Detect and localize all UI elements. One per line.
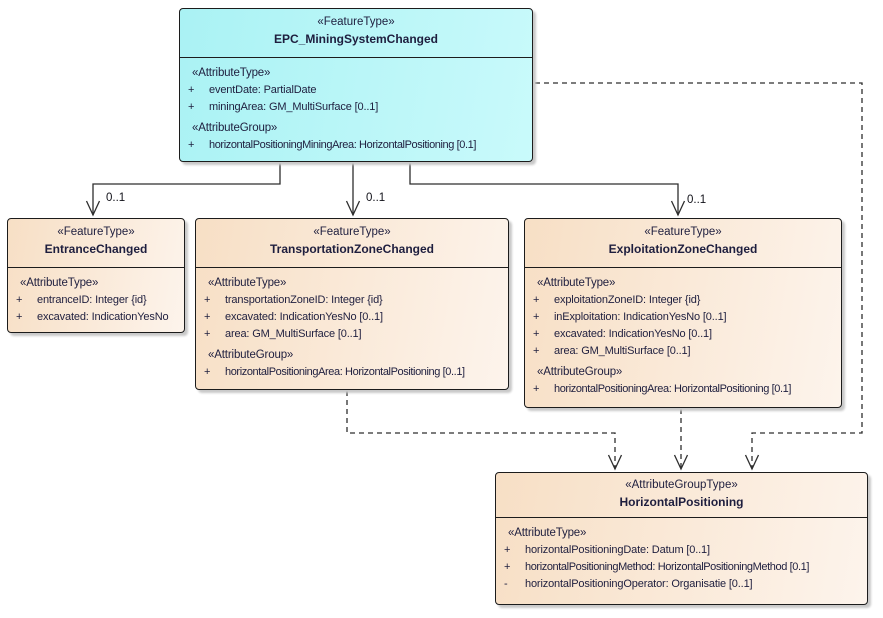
attribute-row: +area: GM_MultiSurface [0..1] — [533, 345, 691, 357]
attribute-row: +exploitationZoneID: Integer {id} — [533, 294, 701, 306]
class-header: «FeatureType» EPC_MiningSystemChanged — [180, 9, 532, 58]
class-name: EPC_MiningSystemChanged — [273, 32, 439, 46]
stereotype-label: «AttributeType» — [20, 277, 99, 289]
class-name: HorizontalPositioning — [619, 495, 744, 509]
association-epc-transportation[interactable] — [345, 162, 361, 217]
open-arrowhead-icon — [607, 454, 623, 471]
stereotype-label: «AttributeGroup» — [208, 349, 294, 361]
stereotype-label: «AttributeGroup» — [192, 122, 278, 134]
dependency-epc-horizontalpositioning[interactable] — [535, 82, 863, 471]
multiplicity-label: 0..1 — [366, 192, 386, 204]
stereotype-label: «AttributeGroup» — [537, 366, 623, 378]
association-epc-exploitation[interactable] — [409, 162, 686, 217]
class-stereotype: «FeatureType» — [644, 226, 722, 238]
stereotype-label: «AttributeType» — [508, 527, 587, 539]
attribute-row: +entranceID: Integer {id} — [16, 294, 147, 306]
class-exploitationzonechanged[interactable]: «FeatureType» ExploitationZoneChanged «A… — [524, 218, 842, 408]
stereotype-label: «AttributeType» — [537, 277, 616, 289]
class-stereotype: «FeatureType» — [317, 16, 395, 28]
attribute-row: +miningArea: GM_MultiSurface [0..1] — [188, 101, 379, 113]
attribute-row: +excavated: IndicationYesNo [0..1] — [204, 311, 383, 323]
attribute-row: +area: GM_MultiSurface [0..1] — [204, 328, 362, 340]
multiplicity-label: 0..1 — [687, 194, 707, 206]
class-stereotype: «FeatureType» — [313, 226, 391, 238]
multiplicity-label: 0..1 — [106, 192, 126, 204]
association-epc-entrance[interactable] — [85, 162, 281, 217]
attribute-row: +horizontalPositioningArea: HorizontalPo… — [204, 366, 465, 378]
class-stereotype: «FeatureType» — [57, 226, 135, 238]
class-stereotype: «AttributeGroupType» — [625, 479, 738, 491]
attribute-row: +horizontalPositioningArea: HorizontalPo… — [533, 383, 792, 395]
attribute-row: +excavated: IndicationYesNo [0..1] — [533, 328, 712, 340]
class-header: «FeatureType» EntranceChanged — [8, 219, 184, 268]
attribute-row: +horizontalPositioningMiningArea: Horizo… — [188, 139, 477, 151]
class-epc-miningsystemchanged[interactable]: «FeatureType» EPC_MiningSystemChanged «A… — [179, 8, 533, 162]
open-arrowhead-icon — [345, 200, 361, 217]
attribute-compartment: «AttributeType» +exploitationZoneID: Int… — [525, 268, 841, 398]
attribute-row: +horizontalPositioningMethod: Horizontal… — [504, 561, 809, 573]
class-name: TransportationZoneChanged — [269, 242, 434, 256]
attribute-row: +eventDate: PartialDate — [188, 84, 317, 96]
attribute-row: +transportationZoneID: Integer {id} — [204, 294, 383, 306]
class-name: ExploitationZoneChanged — [608, 242, 758, 256]
attribute-compartment: «AttributeType» +transportationZoneID: I… — [196, 268, 508, 381]
open-arrowhead-icon — [85, 200, 101, 217]
class-transportationzonechanged[interactable]: «FeatureType» TransportationZoneChanged … — [195, 218, 509, 390]
dependency-transportation-horizontalpositioning[interactable] — [346, 391, 623, 471]
class-name: EntranceChanged — [44, 242, 148, 256]
attribute-row: -horizontalPositioningOperator: Organisa… — [504, 578, 753, 590]
class-header: «FeatureType» ExploitationZoneChanged — [525, 219, 841, 268]
stereotype-label: «AttributeType» — [208, 277, 287, 289]
open-arrowhead-icon — [673, 454, 689, 471]
dependency-exploitation-horizontalpositioning[interactable] — [673, 409, 689, 471]
stereotype-label: «AttributeType» — [192, 67, 271, 79]
attribute-row: +inExploitation: IndicationYesNo [0..1] — [533, 311, 727, 323]
class-header: «FeatureType» TransportationZoneChanged — [196, 219, 508, 268]
class-entrancechanged[interactable]: «FeatureType» EntranceChanged «Attribute… — [7, 218, 185, 333]
attribute-row: +horizontalPositioningDate: Datum [0..1] — [504, 544, 710, 556]
attribute-compartment: «AttributeType» +entranceID: Integer {id… — [8, 268, 184, 326]
attribute-row: +excavated: IndicationYesNo — [16, 311, 169, 323]
class-horizontalpositioning[interactable]: «AttributeGroupType» HorizontalPositioni… — [495, 472, 868, 605]
attribute-compartment: «AttributeType» +horizontalPositioningDa… — [496, 518, 867, 593]
open-arrowhead-icon — [744, 454, 760, 471]
attribute-compartment: «AttributeType» +eventDate: PartialDate … — [180, 58, 532, 154]
class-header: «AttributeGroupType» HorizontalPositioni… — [496, 473, 867, 518]
open-arrowhead-icon — [670, 200, 686, 217]
